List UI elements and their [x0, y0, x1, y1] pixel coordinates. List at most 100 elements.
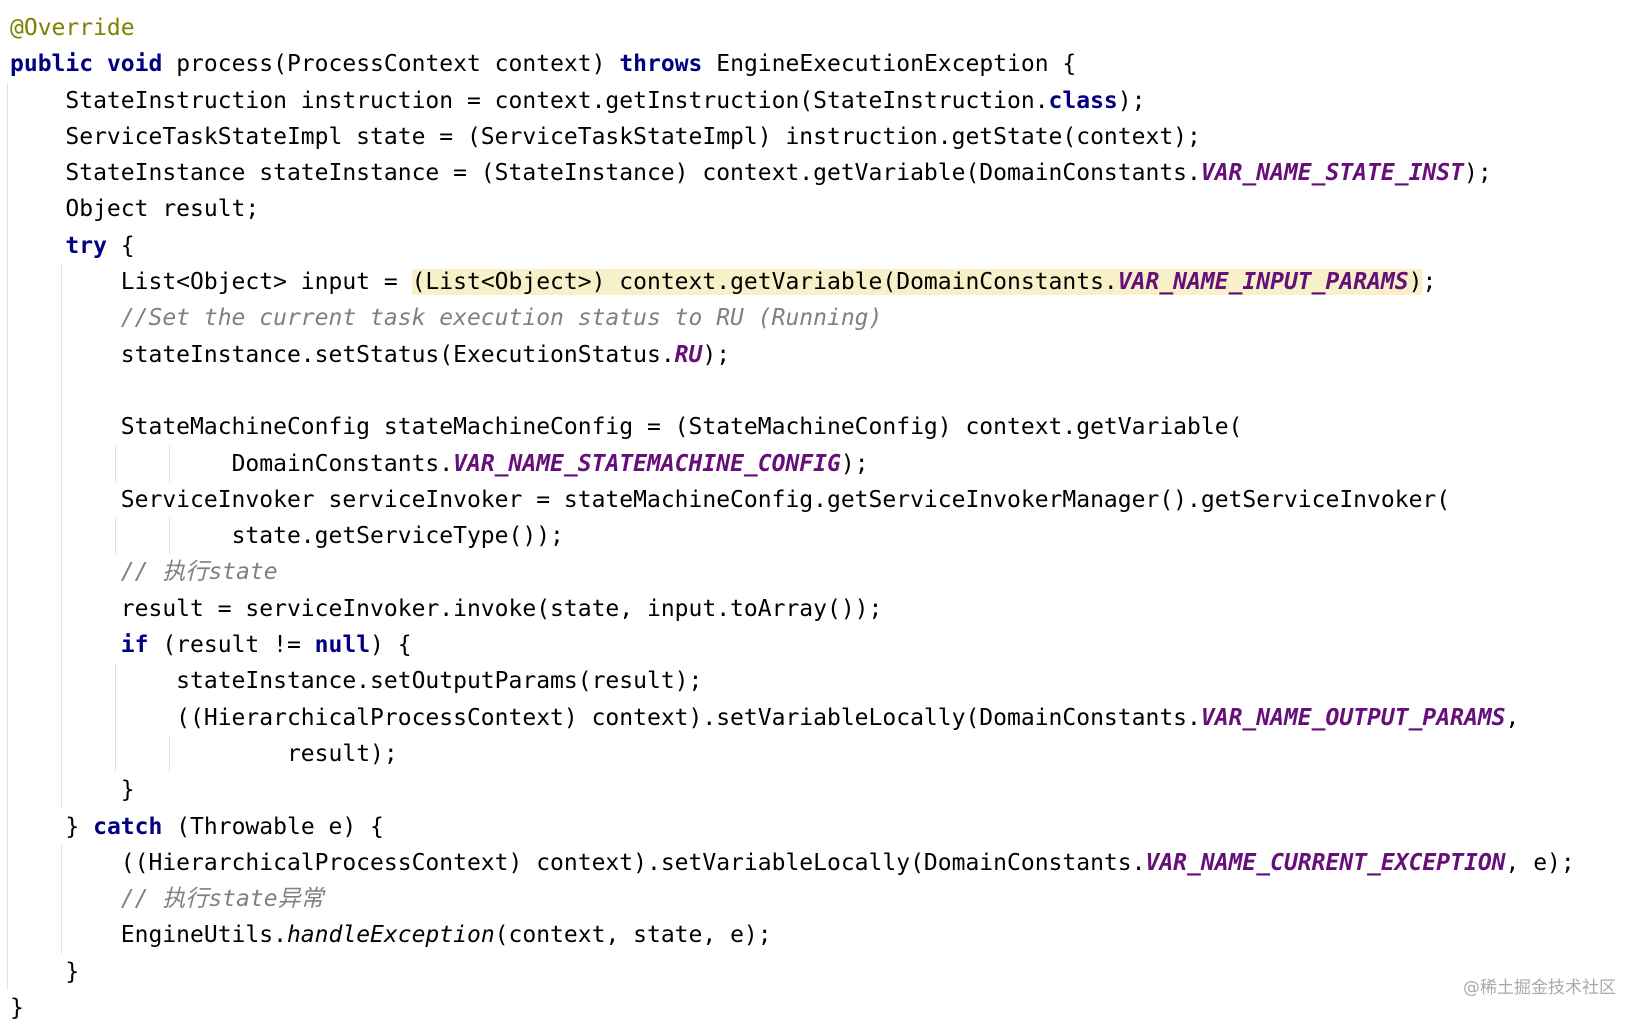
code-token: @Override	[10, 15, 135, 41]
code-token: DomainConstants.	[231, 450, 454, 477]
line-indent	[10, 559, 121, 585]
code-line: public void process(ProcessContext conte…	[10, 46, 1575, 82]
code-token: (context, state, e);	[494, 922, 772, 949]
code-line: StateMachineConfig stateMachineConfig = …	[10, 409, 1575, 445]
code-token: , e);	[1505, 849, 1575, 876]
code-token: handleException	[286, 922, 495, 949]
line-indent	[10, 124, 65, 150]
code-token: throws	[619, 51, 703, 78]
code-line: EngineUtils.handleException(context, sta…	[10, 917, 1575, 953]
code-line: state.getServiceType());	[10, 518, 1575, 554]
indent-guide	[115, 663, 116, 773]
code-line: }	[10, 772, 1575, 808]
line-indent	[10, 886, 121, 912]
indent-guide	[169, 445, 170, 482]
line-indent	[10, 668, 176, 694]
code-token: ServiceInvoker serviceInvoker = stateMac…	[120, 486, 1451, 513]
code-token: (Throwable e) {	[162, 813, 384, 840]
watermark: @稀土掘金技术社区	[1463, 978, 1616, 998]
code-token: VAR_NAME_STATEMACHINE_CONFIG	[453, 450, 841, 477]
code-token: StateMachineConfig stateMachineConfig = …	[120, 414, 1243, 441]
code-token: );	[1463, 160, 1492, 187]
code-line: result);	[10, 736, 1575, 772]
code-line: }	[10, 954, 1575, 990]
code-token: public	[10, 51, 94, 78]
code-token: result = serviceInvoker.invoke(state, in…	[120, 595, 883, 622]
indent-guide	[115, 445, 116, 482]
code-line: if (result != null) {	[10, 627, 1575, 663]
line-indent	[10, 850, 121, 876]
code-token: // 执行state	[120, 559, 278, 586]
code-token: // 执行state异常	[120, 886, 324, 913]
code-line: } catch (Throwable e) {	[10, 809, 1575, 845]
code-token: }	[10, 995, 24, 1022]
code-token: //Set the current task execution status …	[120, 305, 883, 332]
code-token: EngineExecutionException {	[702, 51, 1077, 78]
code-token: )	[1408, 269, 1423, 296]
code-token: state.getServiceType());	[231, 523, 564, 550]
code-line: StateInstance stateInstance = (StateInst…	[10, 155, 1575, 191]
code-line: ServiceInvoker serviceInvoker = stateMac…	[10, 482, 1575, 518]
code-token: if	[120, 632, 149, 659]
line-indent	[10, 922, 121, 948]
code-line: Object result;	[10, 191, 1575, 227]
line-indent	[10, 451, 232, 477]
code-area[interactable]: @Override public void process(ProcessCont…	[7, 10, 1575, 1026]
code-token: ((HierarchicalProcessContext) context).s…	[176, 704, 1201, 731]
code-token: stateInstance.setStatus(ExecutionStatus.	[120, 341, 675, 368]
code-line: List<Object> input = (List<Object>) cont…	[10, 264, 1575, 300]
code-token: }	[120, 777, 135, 804]
indent-guide	[169, 518, 170, 555]
code-token: result);	[286, 740, 398, 767]
code-token: Object result;	[65, 196, 260, 223]
code-token: StateInstruction instruction = context.g…	[65, 87, 1049, 114]
code-token: null	[314, 632, 371, 659]
code-line: StateInstruction instruction = context.g…	[10, 83, 1575, 119]
code-line: ((HierarchicalProcessContext) context).s…	[10, 845, 1575, 881]
line-indent	[10, 160, 65, 186]
line-indent	[10, 233, 65, 259]
code-line: ServiceTaskStateImpl state = (ServiceTas…	[10, 119, 1575, 155]
code-line: stateInstance.setStatus(ExecutionStatus.…	[10, 337, 1575, 373]
code-token: VAR_NAME_STATE_INST	[1200, 160, 1464, 187]
code-token: }	[65, 813, 94, 840]
code-token: VAR_NAME_CURRENT_EXCEPTION	[1145, 849, 1506, 876]
line-indent	[10, 305, 121, 331]
line-indent	[10, 523, 232, 549]
code-line: DomainConstants.VAR_NAME_STATEMACHINE_CO…	[10, 446, 1575, 482]
code-line: //Set the current task execution status …	[10, 300, 1575, 336]
line-indent	[10, 414, 121, 440]
line-indent	[10, 741, 287, 767]
code-token: class	[1048, 87, 1118, 114]
code-token: }	[65, 958, 80, 985]
line-indent	[10, 342, 121, 368]
line-indent	[10, 487, 121, 513]
code-token: );	[702, 341, 731, 368]
code-line	[10, 373, 1575, 409]
code-token: RU	[674, 341, 703, 368]
code-line: @Override	[10, 10, 1575, 46]
code-line: result = serviceInvoker.invoke(state, in…	[10, 591, 1575, 627]
code-token	[93, 51, 107, 77]
line-indent	[10, 196, 65, 222]
code-line: ((HierarchicalProcessContext) context).s…	[10, 700, 1575, 736]
code-token: VAR_NAME_INPUT_PARAMS	[1117, 269, 1409, 296]
code-token: ,	[1505, 704, 1520, 731]
line-indent	[10, 269, 121, 295]
indent-guide	[61, 844, 62, 954]
code-token: void	[106, 51, 163, 78]
code-token: (result !=	[148, 632, 315, 659]
line-indent	[10, 596, 121, 622]
indent-guide	[169, 736, 170, 773]
line-indent	[10, 959, 65, 985]
code-token: try	[65, 232, 107, 259]
code-token: ) {	[370, 632, 412, 659]
code-line: stateInstance.setOutputParams(result);	[10, 663, 1575, 699]
line-indent	[10, 632, 121, 658]
code-token: ;	[1422, 269, 1437, 296]
indent-guide	[61, 264, 62, 809]
code-token: (List<Object>) context.getVariable(Domai…	[411, 269, 1118, 296]
code-line: // 执行state异常	[10, 881, 1575, 917]
line-indent	[10, 777, 121, 803]
